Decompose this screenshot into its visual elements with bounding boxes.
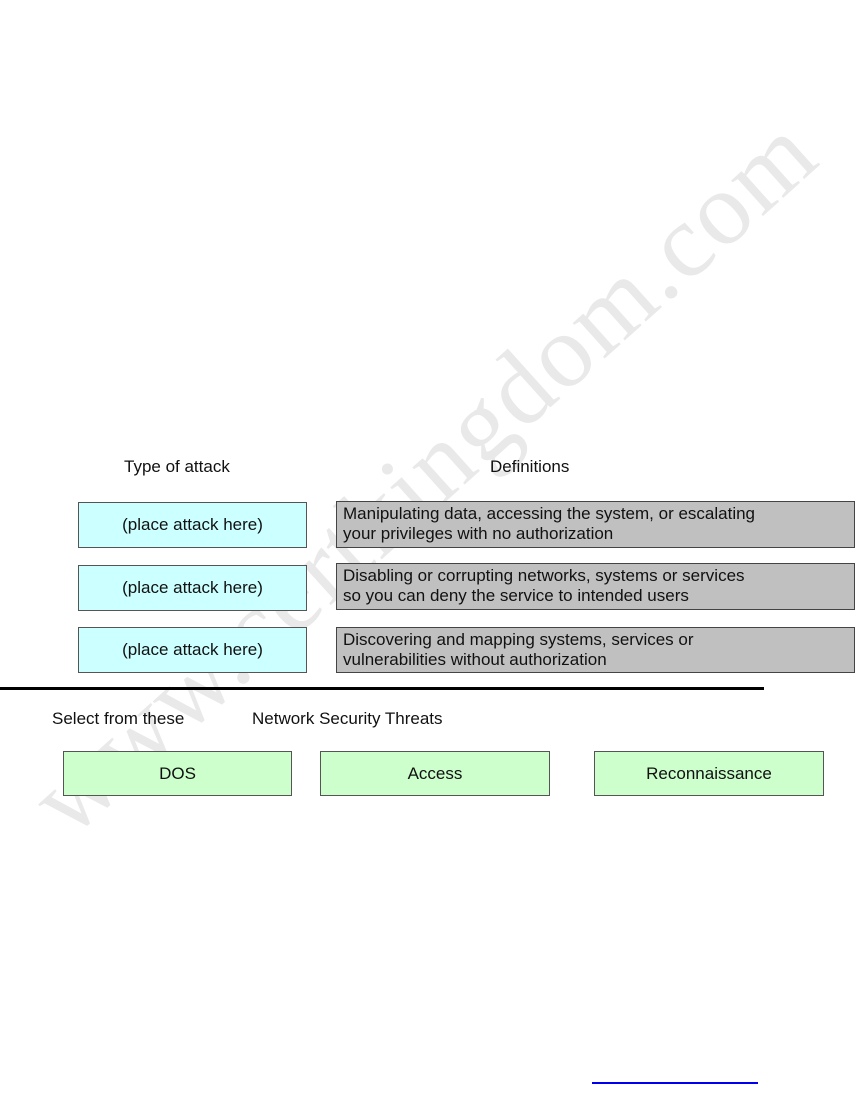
threat-option-dos[interactable]: DOS xyxy=(63,751,292,796)
definition-line: vulnerabilities without authorization xyxy=(343,650,607,669)
definition-box-2: Disabling or corrupting networks, system… xyxy=(336,563,855,610)
select-prefix-label: Select from these xyxy=(52,709,185,728)
type-of-attack-header: Type of attack xyxy=(124,457,230,476)
footer-link[interactable] xyxy=(592,1082,758,1084)
definitions-header: Definitions xyxy=(490,457,570,476)
definition-line: Discovering and mapping systems, service… xyxy=(343,630,694,649)
definition-line: so you can deny the service to intended … xyxy=(343,586,689,605)
definition-line: your privileges with no authorization xyxy=(343,524,614,543)
attack-drop-slot-3[interactable]: (place attack here) xyxy=(78,627,307,673)
definition-box-3: Discovering and mapping systems, service… xyxy=(336,627,855,673)
section-divider xyxy=(0,687,764,690)
threat-option-access[interactable]: Access xyxy=(320,751,550,796)
threat-option-reconnaissance[interactable]: Reconnaissance xyxy=(594,751,824,796)
definition-box-1: Manipulating data, accessing the system,… xyxy=(336,501,855,548)
network-security-threats-label: Network Security Threats xyxy=(252,709,443,728)
definition-line: Disabling or corrupting networks, system… xyxy=(343,566,745,585)
definition-line: Manipulating data, accessing the system,… xyxy=(343,504,756,523)
attack-drop-slot-2[interactable]: (place attack here) xyxy=(78,565,307,611)
attack-drop-slot-1[interactable]: (place attack here) xyxy=(78,502,307,548)
